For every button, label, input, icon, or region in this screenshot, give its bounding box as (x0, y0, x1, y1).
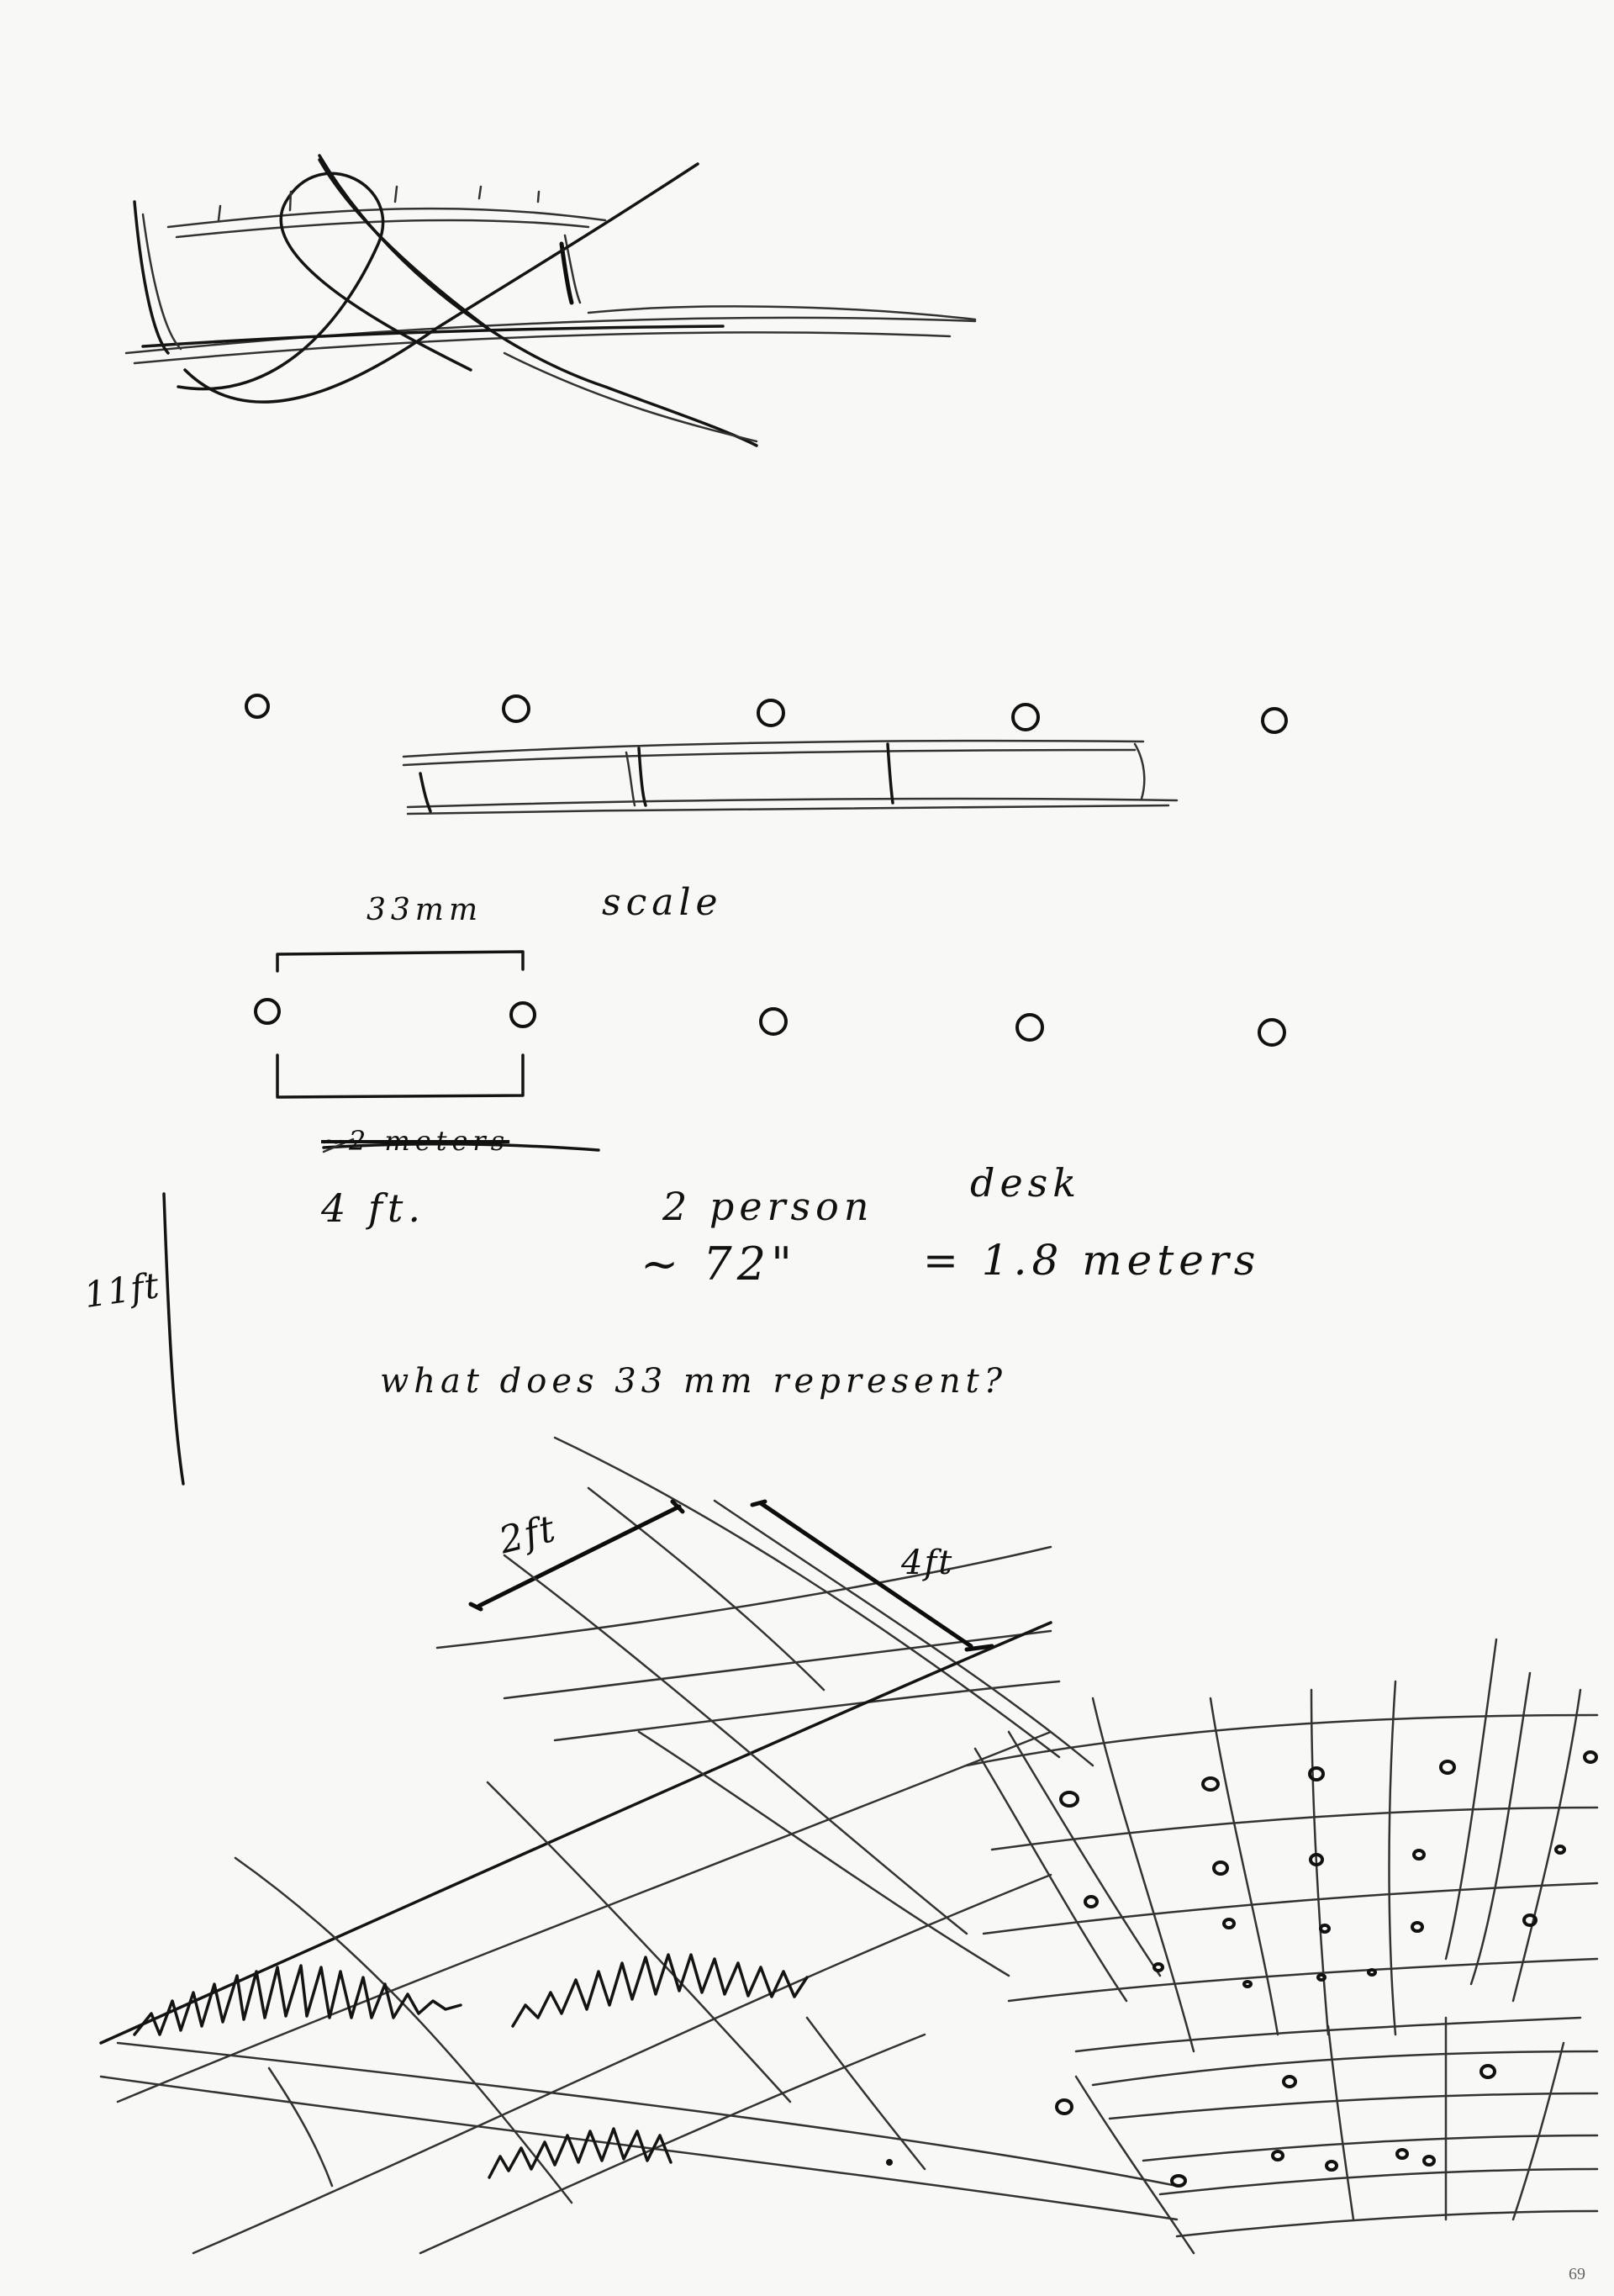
note-desk: desk (970, 1160, 1082, 1206)
note-33mm: 33mm (367, 893, 483, 927)
warped-grid-lower-dots (1055, 2064, 1496, 2188)
dimension-line-11ft (162, 1192, 185, 1486)
note-4ft: 4 ft. (321, 1185, 426, 1231)
warped-grid-upper (965, 1638, 1599, 2053)
note-1-8-meters: = 1.8 meters (923, 1236, 1261, 1285)
tube-sketch (402, 739, 1179, 815)
warped-grid-upper-dots (1059, 1750, 1598, 1988)
note-question: what does 33 mm represent? (380, 1362, 1008, 1401)
scale-bracket (254, 950, 1286, 1153)
dimension-4ft: 4ft (901, 1544, 954, 1582)
desk-perspective (435, 1436, 1094, 1767)
note-72-inches: ~ 72" (641, 1238, 797, 1291)
note-scale: scale (602, 881, 723, 924)
column-row-top (245, 694, 1288, 734)
page-number: 69 (1569, 2265, 1585, 2283)
hatched-grid (99, 1554, 1179, 2255)
note-2-person: 2 person (662, 1184, 874, 1229)
wave-sketch (124, 154, 977, 447)
warped-grid-lower (1074, 2016, 1599, 2255)
note-meters-struck: ~2 meters (321, 1125, 510, 1157)
